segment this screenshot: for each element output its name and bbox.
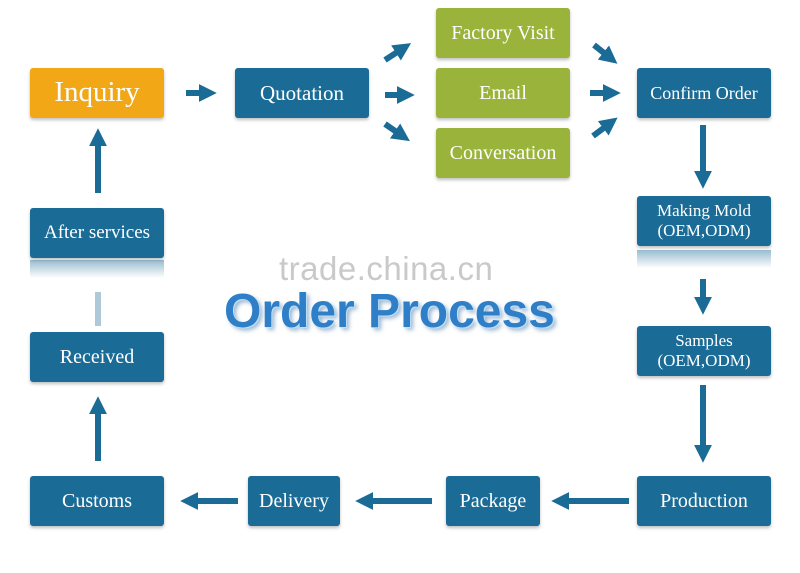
arrow-quotation-to-conversation [383, 121, 410, 142]
step-factory-visit-label: Factory Visit [451, 21, 555, 44]
step-received: Received [30, 332, 164, 382]
watermark: trade.china.cn [279, 250, 494, 287]
step-package: Package [446, 476, 540, 526]
step-quotation-label: Quotation [260, 80, 344, 105]
step-samples-label: Samples [675, 331, 733, 351]
step-samples-sublabel: (OEM,ODM) [657, 351, 751, 370]
step-making-mold-label: Making Mold [657, 201, 751, 221]
step-after-services: After services [30, 208, 164, 258]
step-conversation-label: Conversation [449, 141, 557, 164]
step-delivery: Delivery [248, 476, 340, 526]
step-email: Email [436, 68, 570, 118]
step-delivery-label: Delivery [259, 489, 329, 512]
step-email-label: Email [479, 81, 527, 104]
step-package-label: Package [459, 489, 527, 512]
step-inquiry: Inquiry [30, 68, 164, 118]
step-production-label: Production [660, 489, 748, 512]
step-quotation: Quotation [235, 68, 369, 118]
after-services-reflection [30, 260, 164, 278]
step-making-mold: Making Mold (OEM,ODM) [637, 196, 771, 246]
step-customs: Customs [30, 476, 164, 526]
arrow-factory-visit-to-confirm [592, 42, 618, 64]
making-mold-reflection [637, 250, 771, 268]
step-production: Production [637, 476, 771, 526]
step-customs-label: Customs [61, 489, 133, 512]
step-confirm-order-label: Confirm Order [650, 82, 758, 103]
step-samples: Samples (OEM,ODM) [637, 326, 771, 376]
arrow-conversation-to-confirm [591, 117, 618, 139]
arrow-quotation-to-factory-visit [383, 43, 412, 63]
step-conversation: Conversation [436, 128, 570, 178]
diagram-title: Order Process [224, 285, 555, 338]
step-received-label: Received [59, 345, 135, 368]
step-confirm-order: Confirm Order [637, 68, 771, 118]
step-making-mold-sublabel: (OEM,ODM) [657, 221, 751, 240]
step-inquiry-label: Inquiry [54, 76, 140, 109]
step-after-services-label: After services [43, 222, 151, 244]
step-factory-visit: Factory Visit [436, 8, 570, 58]
